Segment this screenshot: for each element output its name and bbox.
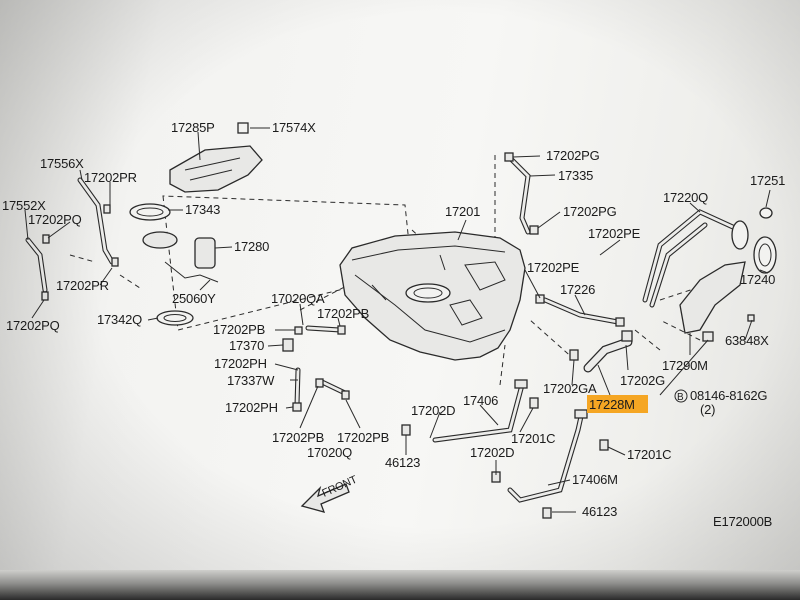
label-17020Q: 17020Q xyxy=(307,445,352,460)
label-17337W: 17337W xyxy=(227,373,275,388)
label-08146-8162G: 08146-8162G xyxy=(690,388,767,403)
label-17201: 17201 xyxy=(445,204,480,219)
label-17335: 17335 xyxy=(558,168,593,183)
label-17343: 17343 xyxy=(185,202,220,217)
label-17201C-a: 17201C xyxy=(511,431,555,446)
reference-code: E172000B xyxy=(713,514,772,529)
label-17226: 17226 xyxy=(560,282,595,297)
highlight-17228M xyxy=(587,395,648,413)
label-17202PQ-a: 17202PQ xyxy=(28,212,82,227)
label-17020QA: 17020QA xyxy=(271,291,325,306)
label-25060Y: 25060Y xyxy=(172,291,216,306)
label-17228M: 17228M xyxy=(589,397,635,412)
label-17220Q: 17220Q xyxy=(663,190,708,205)
label-17202PB-b: 17202PB xyxy=(317,306,369,321)
label-17202GA: 17202GA xyxy=(543,381,597,396)
label-17202PE-a: 17202PE xyxy=(588,226,641,241)
label-17202G: 17202G xyxy=(620,373,665,388)
fuel-tank xyxy=(339,231,526,361)
label-17240: 17240 xyxy=(740,272,775,287)
hose-17228M xyxy=(569,330,633,373)
label-17574X: 17574X xyxy=(272,120,316,135)
tank-straps xyxy=(401,314,755,519)
label-17285P: 17285P xyxy=(171,120,215,135)
label-17202PQ-b: 17202PQ xyxy=(6,318,60,333)
label-17556X: 17556X xyxy=(40,156,84,171)
front-arrow-icon xyxy=(300,483,350,513)
label-17202PB-a: 17202PB xyxy=(213,322,265,337)
label-17202PR-b: 17202PR xyxy=(56,278,109,293)
label-17202PG-a: 17202PG xyxy=(546,148,600,163)
filler-hose-17226 xyxy=(535,294,625,327)
label-17280: 17280 xyxy=(234,239,269,254)
label-63848X: 63848X xyxy=(725,333,769,348)
label-17202PR-a: 17202PR xyxy=(84,170,137,185)
label-17342Q: 17342Q xyxy=(97,312,142,327)
label-17202PH-a: 17202PH xyxy=(214,356,267,371)
label-17202PH-b: 17202PH xyxy=(225,400,278,415)
label-08146-prefix: B xyxy=(677,392,684,403)
heat-shield-17285P xyxy=(169,122,263,193)
label-17290M: 17290M xyxy=(662,358,708,373)
leader-lines xyxy=(24,127,771,513)
label-08146-qty: (2) xyxy=(700,402,715,417)
label-17202PG-b: 17202PG xyxy=(563,204,617,219)
label-17202PB-d: 17202PB xyxy=(337,430,389,445)
label-46123-a: 46123 xyxy=(385,455,420,470)
hoses-left xyxy=(25,177,119,301)
label-17202PE-b: 17202PE xyxy=(527,260,580,275)
vent-tube-17335 xyxy=(504,152,539,235)
hoses-center xyxy=(282,325,350,412)
label-17251: 17251 xyxy=(750,173,785,188)
label-17202D-b: 17202D xyxy=(470,445,514,460)
label-17406: 17406 xyxy=(463,393,498,408)
monitor-bezel xyxy=(0,570,800,600)
label-17552X: 17552X xyxy=(2,198,46,213)
label-17406M: 17406M xyxy=(572,472,618,487)
label-46123-b: 46123 xyxy=(582,504,617,519)
label-17370: 17370 xyxy=(229,338,264,353)
label-17202D-a: 17202D xyxy=(411,403,455,418)
filler-neck-17220Q xyxy=(642,207,777,334)
label-17202PB-c: 17202PB xyxy=(272,430,324,445)
label-17201C-b: 17201C xyxy=(627,447,671,462)
fuel-pump-parts xyxy=(129,203,219,326)
bolt-code-circle xyxy=(674,389,688,403)
